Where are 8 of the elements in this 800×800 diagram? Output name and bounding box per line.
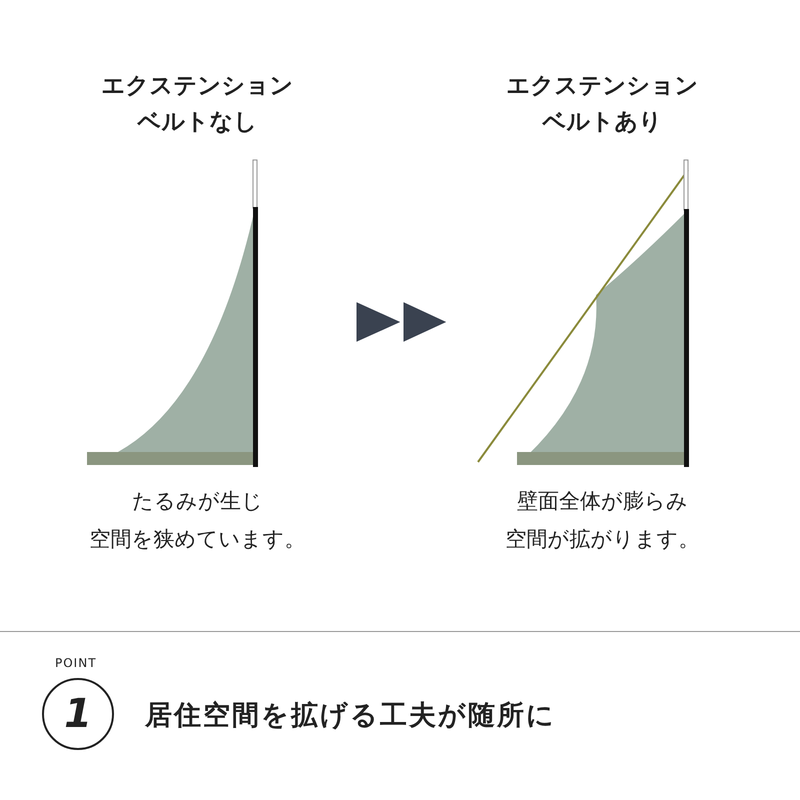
panel-caption: 壁面全体が膨らみ空間が拡がります。: [504, 488, 700, 553]
point-label: POINT: [55, 656, 97, 670]
number-circle: 1: [42, 678, 114, 750]
panel-heading: エクステンションベルトなし: [100, 72, 294, 137]
panel-heading: エクステンションベルトあり: [506, 72, 700, 137]
point-heading: 居住空間を拡げる工夫が随所に: [145, 699, 556, 733]
panel-caption: たるみが生じ空間を狭めています。: [88, 488, 306, 553]
double-chevron-arrow: [356, 302, 446, 342]
